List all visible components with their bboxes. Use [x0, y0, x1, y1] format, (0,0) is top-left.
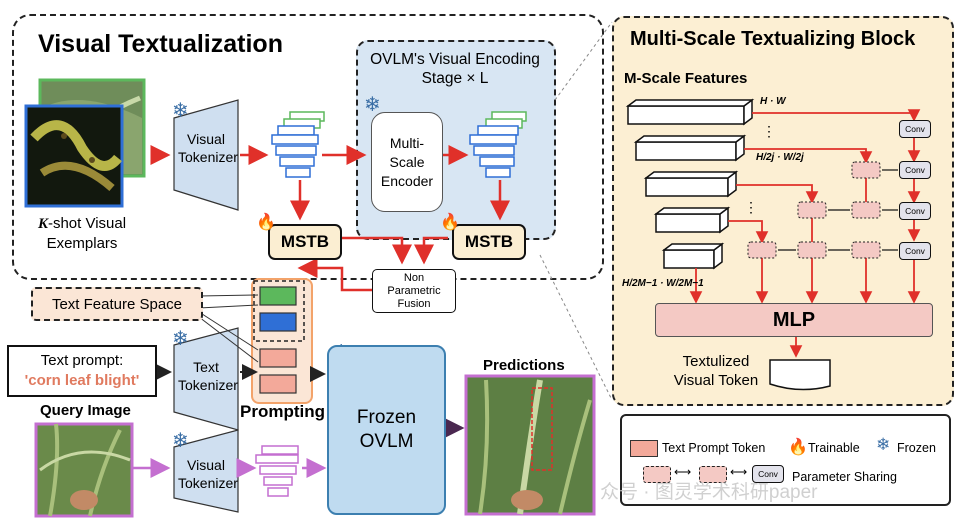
- legend-conv-box: Conv: [752, 465, 784, 483]
- non-parametric-fusion: Non Parametric Fusion: [372, 269, 456, 313]
- visual-exemplar-images: [24, 78, 146, 208]
- legend-double-arrow: ⟷: [730, 465, 748, 479]
- kshot-label: K-shot Visual Exemplars: [37, 215, 127, 252]
- legend-share-swatch-2: [699, 466, 727, 483]
- visual-tokenizer-query-label: Visual Tokenizer: [178, 457, 238, 491]
- conv-box: Conv: [899, 242, 931, 260]
- frozen-icon: ❄: [364, 94, 381, 116]
- legend-text-prompt-token: Text Prompt Token: [662, 441, 766, 455]
- visual-token-stack-1: [271, 111, 325, 178]
- text-prompt-label: Text prompt:: [40, 352, 124, 369]
- frozen-ovlm: Frozen OVLM: [327, 345, 446, 515]
- visual-encoding-stage-title: OVLM's Visual Encoding Stage × L: [370, 51, 540, 87]
- legend-trainable: Trainable: [808, 441, 860, 455]
- trainable-icon: 🔥: [440, 214, 460, 231]
- conv-box: Conv: [899, 120, 931, 138]
- legend-frozen-icon: ❄: [876, 435, 891, 454]
- visual-tokenizer-top: [173, 99, 239, 211]
- text-tokenizer-label: Text Tokenizer: [178, 359, 238, 393]
- visual-tokenizer-top-label: Visual Tokenizer: [178, 131, 238, 165]
- frozen-icon: ❄: [172, 100, 189, 122]
- conv-box: Conv: [899, 202, 931, 220]
- prompting-label: Prompting: [240, 402, 325, 421]
- svg-text:⋮: ⋮: [744, 199, 758, 215]
- visual-tokenizer-query: [173, 429, 239, 513]
- prompt-token-green: [259, 286, 297, 306]
- prompt-token-text-1: [259, 348, 297, 368]
- watermark: 众号 · 图灵学术科研paper: [600, 482, 818, 503]
- multi-scale-encoder: Multi-Scale Encoder: [371, 112, 443, 212]
- frozen-icon: ❄: [172, 328, 189, 350]
- trainable-icon: 🔥: [256, 214, 276, 231]
- svg-text:⋮: ⋮: [762, 123, 776, 139]
- query-image-label: Query Image: [40, 402, 131, 419]
- predictions-label: Predictions: [483, 357, 565, 374]
- textulized-visual-token-label: Textulized Visual Token: [673, 353, 759, 389]
- scale-bottom-label: H/2M−1 · W/2M−1: [622, 278, 704, 289]
- query-token-stack: [255, 445, 299, 497]
- legend: [620, 414, 951, 506]
- text-feature-space: Text Feature Space: [31, 287, 203, 321]
- scale-top-label: H · W: [760, 96, 786, 107]
- conv-box: Conv: [899, 161, 931, 179]
- m-scale-features-label: M-Scale Features: [624, 70, 748, 87]
- scale-mid-label: H/2j · W/2j: [756, 152, 804, 163]
- visual-textualization-title: Visual Textualization: [38, 30, 283, 58]
- mstb-left: MSTB: [268, 224, 342, 260]
- legend-trainable-icon: 🔥: [788, 439, 808, 456]
- text-prompt-value: 'corn leaf blight': [24, 372, 140, 389]
- ms-block-shapes: ⋮ ⋮: [625, 98, 921, 391]
- legend-double-arrow: ⟷: [674, 465, 692, 479]
- mlp-block: MLP: [655, 303, 933, 337]
- prompt-token-blue: [259, 312, 297, 332]
- prompt-token-text-2: [259, 374, 297, 394]
- text-prompt-box: Text prompt: 'corn leaf blight': [7, 345, 157, 397]
- legend-text-token-swatch: [630, 440, 658, 457]
- legend-parameter-sharing: Parameter Sharing: [792, 470, 897, 484]
- frozen-icon: ❄: [172, 430, 189, 452]
- visual-token-stack-2: [469, 111, 527, 178]
- legend-share-swatch-1: [643, 466, 671, 483]
- multi-scale-title: Multi-Scale Textualizing Block: [630, 28, 916, 50]
- legend-frozen: Frozen: [897, 441, 936, 455]
- mstb-right: MSTB: [452, 224, 526, 260]
- prediction-bounding-box: [531, 387, 553, 471]
